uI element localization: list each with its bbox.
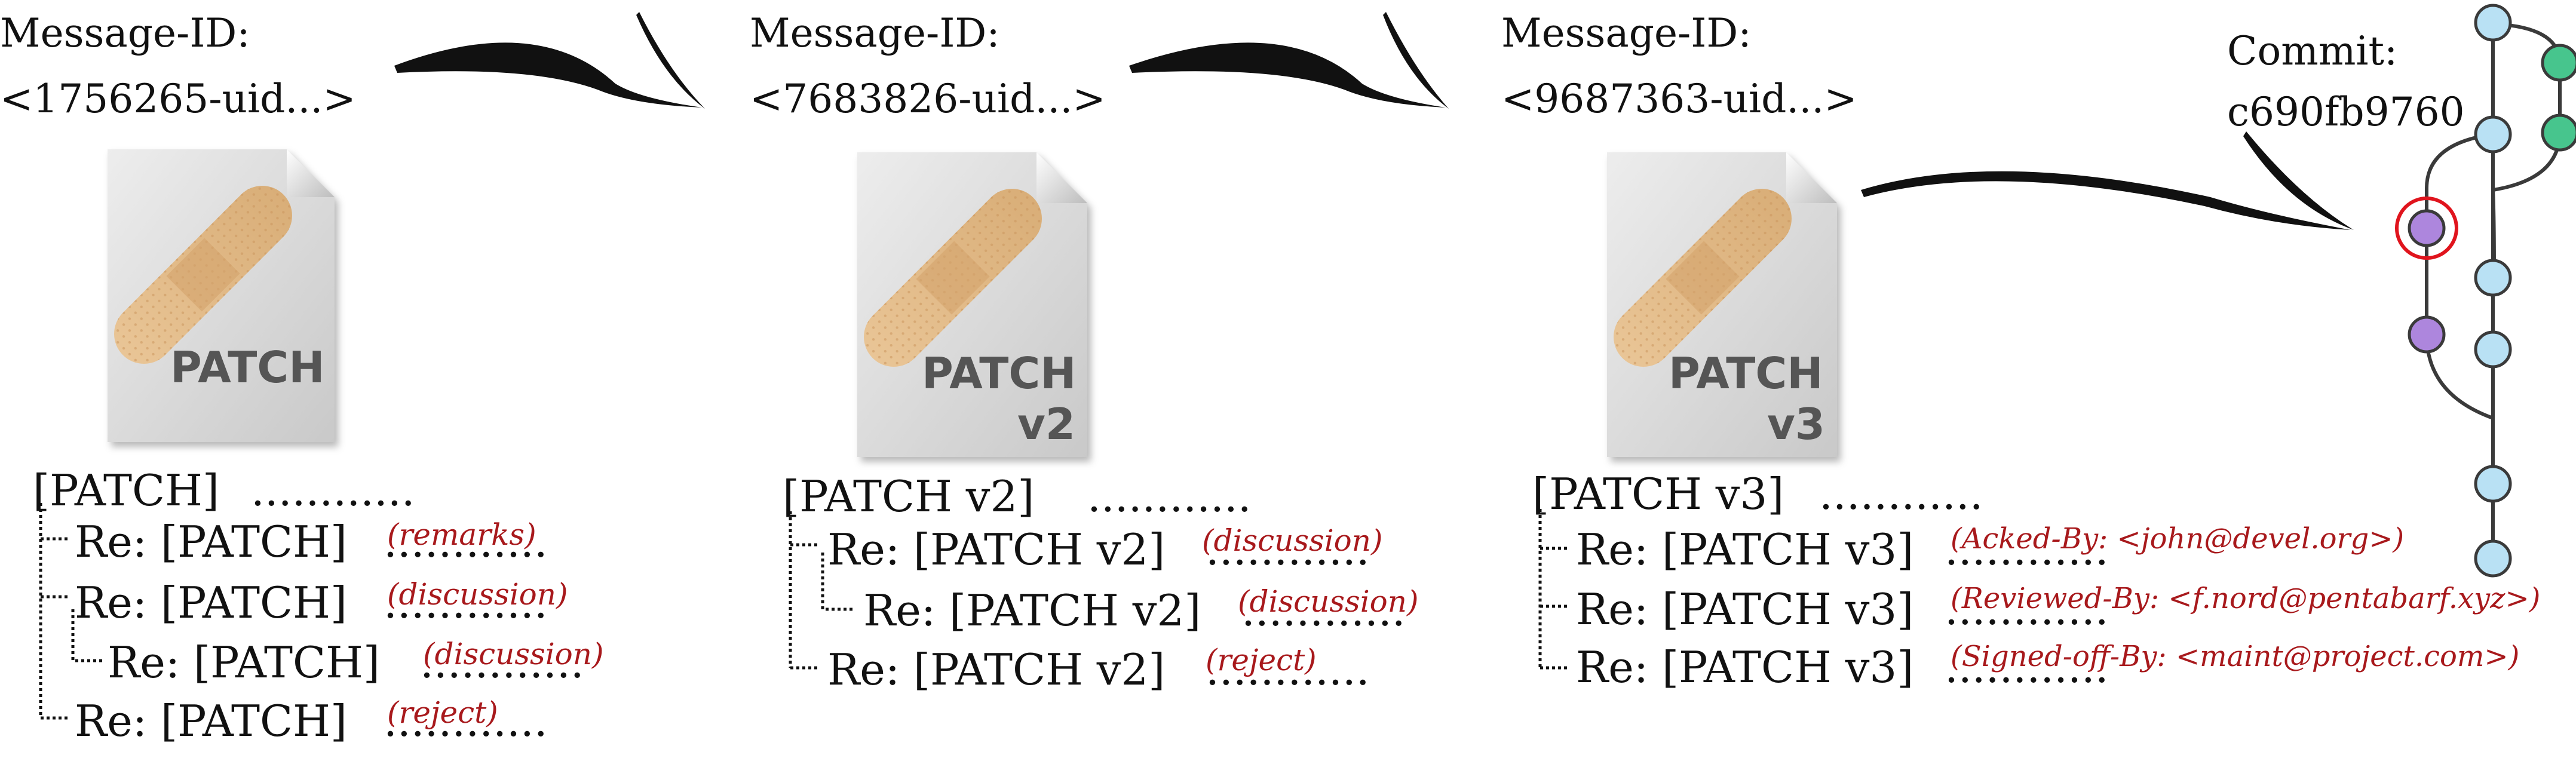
thread-annotation: (discussion) [1202, 523, 1383, 558]
thread-dots: ............ [1945, 584, 2109, 634]
stage-1: Message-ID: <1756265-uid...> PATCH [PATC… [0, 10, 604, 746]
thread-subject: [PATCH v3] [1532, 469, 1784, 519]
commit-graph-nodes [2408, 4, 2576, 578]
thread-dots: ............ [1206, 645, 1370, 695]
thread-dots: ............ [1945, 524, 2109, 575]
thread-annotation: (reject) [387, 695, 498, 730]
thread-annotation: (discussion) [423, 637, 604, 671]
mail-thread: [PATCH v3] ............ Re: [PATCH v3] .… [1532, 469, 2540, 692]
patch-icon-label: PATCH [922, 348, 1077, 398]
bandage-icon [114, 186, 292, 364]
thread-reply: Re: [PATCH] [75, 578, 347, 628]
commit-node [2541, 113, 2576, 152]
thread-dots: ............ [1206, 524, 1370, 575]
mail-thread: [PATCH v2] ............ Re: [PATCH v2] .… [783, 471, 1419, 695]
thread-reply: Re: [PATCH] [108, 637, 380, 688]
thread-annotation: (Signed-off-By: <maint@project.com>) [1951, 640, 2519, 673]
patch-branch-line [2425, 133, 2495, 490]
thread-dots: ............ [384, 578, 548, 628]
thread-annotation: (reject) [1206, 643, 1317, 677]
arrow-icon [394, 12, 705, 109]
arrow-icon [1861, 131, 2354, 230]
thread-dots: ............ [1945, 642, 2109, 692]
feature-branch-line [2491, 22, 2562, 278]
thread-reply: Re: [PATCH v3] [1576, 524, 1913, 575]
highlight-ring [2395, 197, 2458, 260]
commit-node [2474, 330, 2512, 369]
commit-node [2474, 539, 2512, 578]
commit-node [2474, 259, 2512, 297]
thread-dots: ............ [1241, 585, 1406, 636]
thread-reply: Re: [PATCH v2] [827, 524, 1165, 575]
thread-dots: ............ [384, 517, 548, 567]
thread-reply: Re: [PATCH v3] [1576, 642, 1913, 692]
thread-reply: Re: [PATCH] [75, 517, 347, 567]
message-id-value: <7683826-uid...> [750, 76, 1106, 122]
commit-node-highlighted [2408, 209, 2446, 247]
thread-subject: [PATCH] [33, 465, 219, 515]
thread-subject: [PATCH v2] [783, 471, 1034, 521]
message-id-label: Message-ID: [1501, 10, 1752, 56]
thread-dots: ............ [251, 465, 415, 515]
patch-file-icon: PATCH [108, 149, 335, 442]
thread-annotation: (discussion) [387, 577, 568, 612]
commit-node [2474, 4, 2512, 42]
patch-icon-label: PATCH [1669, 348, 1823, 398]
thread-dots: ............ [384, 696, 548, 746]
message-id-label: Message-ID: [0, 10, 250, 56]
commit-hash: c690fb9760 [2227, 89, 2465, 135]
commit-node [2541, 44, 2576, 82]
mail-thread: [PATCH] ............ Re: [PATCH] .......… [33, 465, 604, 746]
bandage-icon [864, 189, 1042, 367]
thread-reply: Re: [PATCH v3] [1576, 584, 1913, 634]
message-id-label: Message-ID: [750, 10, 1000, 56]
commit-node [2474, 465, 2512, 503]
patch-file-icon: PATCH v2 [857, 152, 1087, 457]
stage-3: Message-ID: <9687363-uid...> PATCH v3 [P… [1501, 10, 2540, 692]
commit-node [2474, 115, 2512, 154]
commit-label: Commit: c690fb9760 [2227, 28, 2465, 135]
message-id-value: <9687363-uid...> [1501, 76, 1857, 122]
commit-node [2408, 315, 2446, 354]
stage-2: Message-ID: <7683826-uid...> PATCH v2 [P… [750, 10, 1419, 695]
thread-annotation: (remarks) [387, 517, 536, 552]
thread-dots: ............ [1819, 469, 1983, 519]
thread-reply: Re: [PATCH v2] [827, 645, 1165, 695]
thread-annotation: (discussion) [1238, 584, 1419, 619]
thread-annotation: (Acked-By: <john@devel.org>) [1951, 522, 2404, 556]
patch-file-icon: PATCH v3 [1607, 152, 1837, 457]
thread-reply: Re: [PATCH] [75, 696, 347, 746]
arrow-icon [1129, 12, 1449, 109]
bandage-icon [1614, 189, 1792, 367]
thread-dots: ............ [420, 637, 584, 688]
patch-icon-version: v3 [1767, 399, 1825, 449]
patch-icon-label: PATCH [170, 342, 325, 392]
message-id-value: <1756265-uid...> [0, 76, 356, 122]
commit-title: Commit: [2227, 28, 2397, 74]
thread-reply: Re: [PATCH v2] [863, 585, 1201, 636]
patch-icon-version: v2 [1017, 399, 1075, 449]
thread-dots: ............ [1087, 471, 1252, 521]
thread-annotation: (Reviewed-By: <f.nord@pentabarf.xyz>) [1951, 582, 2540, 615]
